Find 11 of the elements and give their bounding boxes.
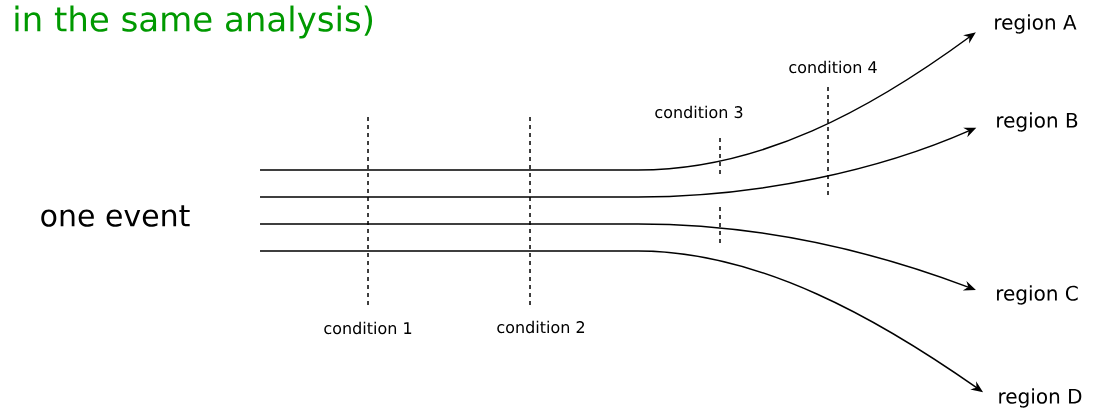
- region-label: one event: [41, 205, 190, 227]
- region-label: region D: [999, 388, 1082, 408]
- condition-label: condition 4: [789, 60, 877, 74]
- heading-fragment: in the same analysis): [15, 5, 373, 39]
- region-label: region A: [995, 14, 1077, 34]
- region-label: region B: [997, 112, 1078, 132]
- region-label: region C: [997, 285, 1078, 305]
- condition-label: condition 1: [324, 321, 412, 335]
- condition-label: condition 2: [497, 320, 585, 334]
- arrow: [259, 32, 976, 171]
- condition-label: condition 3: [655, 105, 743, 119]
